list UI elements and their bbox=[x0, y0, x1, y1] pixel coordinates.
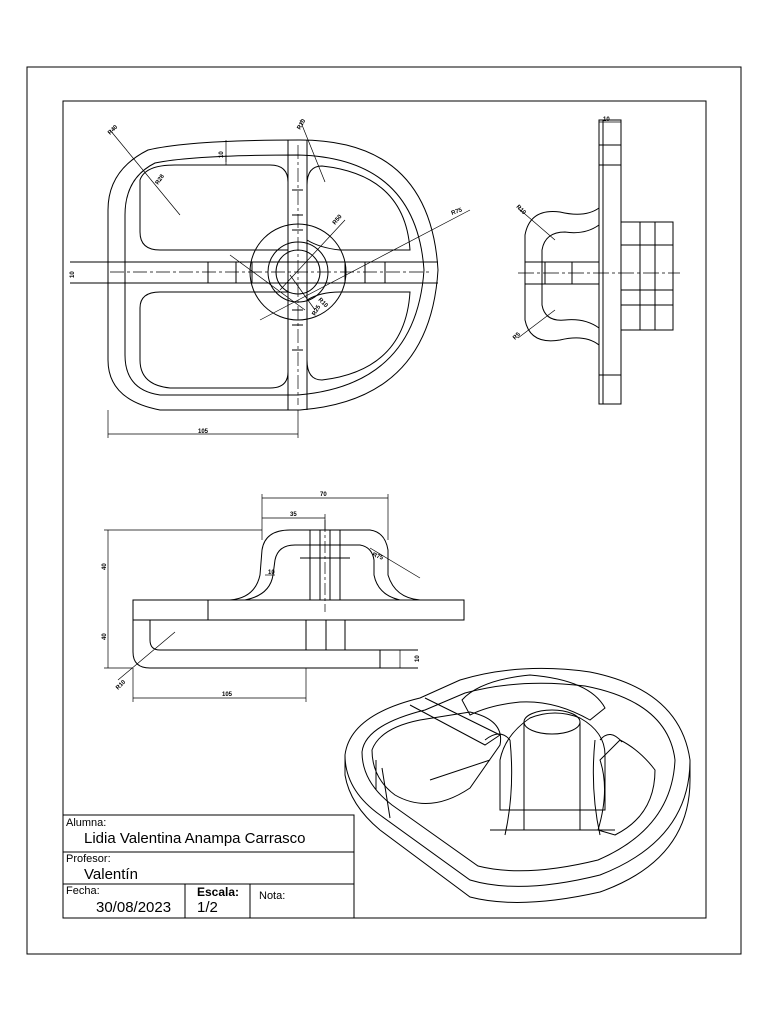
dim-r10-side: R10 bbox=[515, 204, 527, 216]
dim-r10-front: R10 bbox=[115, 679, 127, 691]
alumna-value: Lidia Valentina Anampa Carrasco bbox=[84, 830, 306, 847]
top-view bbox=[70, 119, 471, 438]
front-view bbox=[104, 494, 465, 702]
dim-r25-hub: R25 bbox=[312, 304, 323, 317]
fecha-value: 30/08/2023 bbox=[96, 899, 172, 916]
dim-r10-top: R10 bbox=[297, 118, 308, 131]
dim-10-front-right: 10 bbox=[415, 655, 421, 662]
dim-10-front-inner: 10 bbox=[268, 570, 275, 576]
dim-r5-side: R5 bbox=[512, 331, 522, 341]
profesor-label: Profesor: bbox=[66, 853, 111, 865]
dim-40-lower: 40 bbox=[102, 633, 108, 640]
dim-r75-front: R75 bbox=[371, 552, 384, 562]
dim-10-top: 10 bbox=[219, 151, 225, 158]
escala-value: 1/2 bbox=[197, 899, 218, 916]
isometric-view bbox=[344, 667, 691, 903]
dim-r75-top: R75 bbox=[451, 207, 464, 217]
inner-frame bbox=[62, 100, 707, 919]
dim-10-side: 10 bbox=[603, 117, 610, 123]
dim-105-top: 105 bbox=[198, 429, 209, 435]
outer-border bbox=[26, 66, 742, 955]
side-view bbox=[517, 119, 680, 405]
dim-10-left: 10 bbox=[70, 271, 76, 278]
dim-105-front: 105 bbox=[222, 692, 233, 698]
dim-70-front: 70 bbox=[320, 492, 327, 498]
fecha-label: Fecha: bbox=[66, 885, 100, 897]
escala-label: Escala: bbox=[197, 885, 240, 899]
title-block bbox=[62, 814, 355, 919]
dim-40-upper: 40 bbox=[102, 563, 108, 570]
alumna-label: Alumna: bbox=[66, 817, 107, 829]
dim-r28-top: R28 bbox=[155, 173, 167, 186]
dim-r50-top: R50 bbox=[332, 213, 344, 226]
nota-label: Nota: bbox=[259, 890, 286, 902]
dim-35-front: 35 bbox=[290, 512, 297, 518]
profesor-value: Valentín bbox=[84, 866, 138, 883]
